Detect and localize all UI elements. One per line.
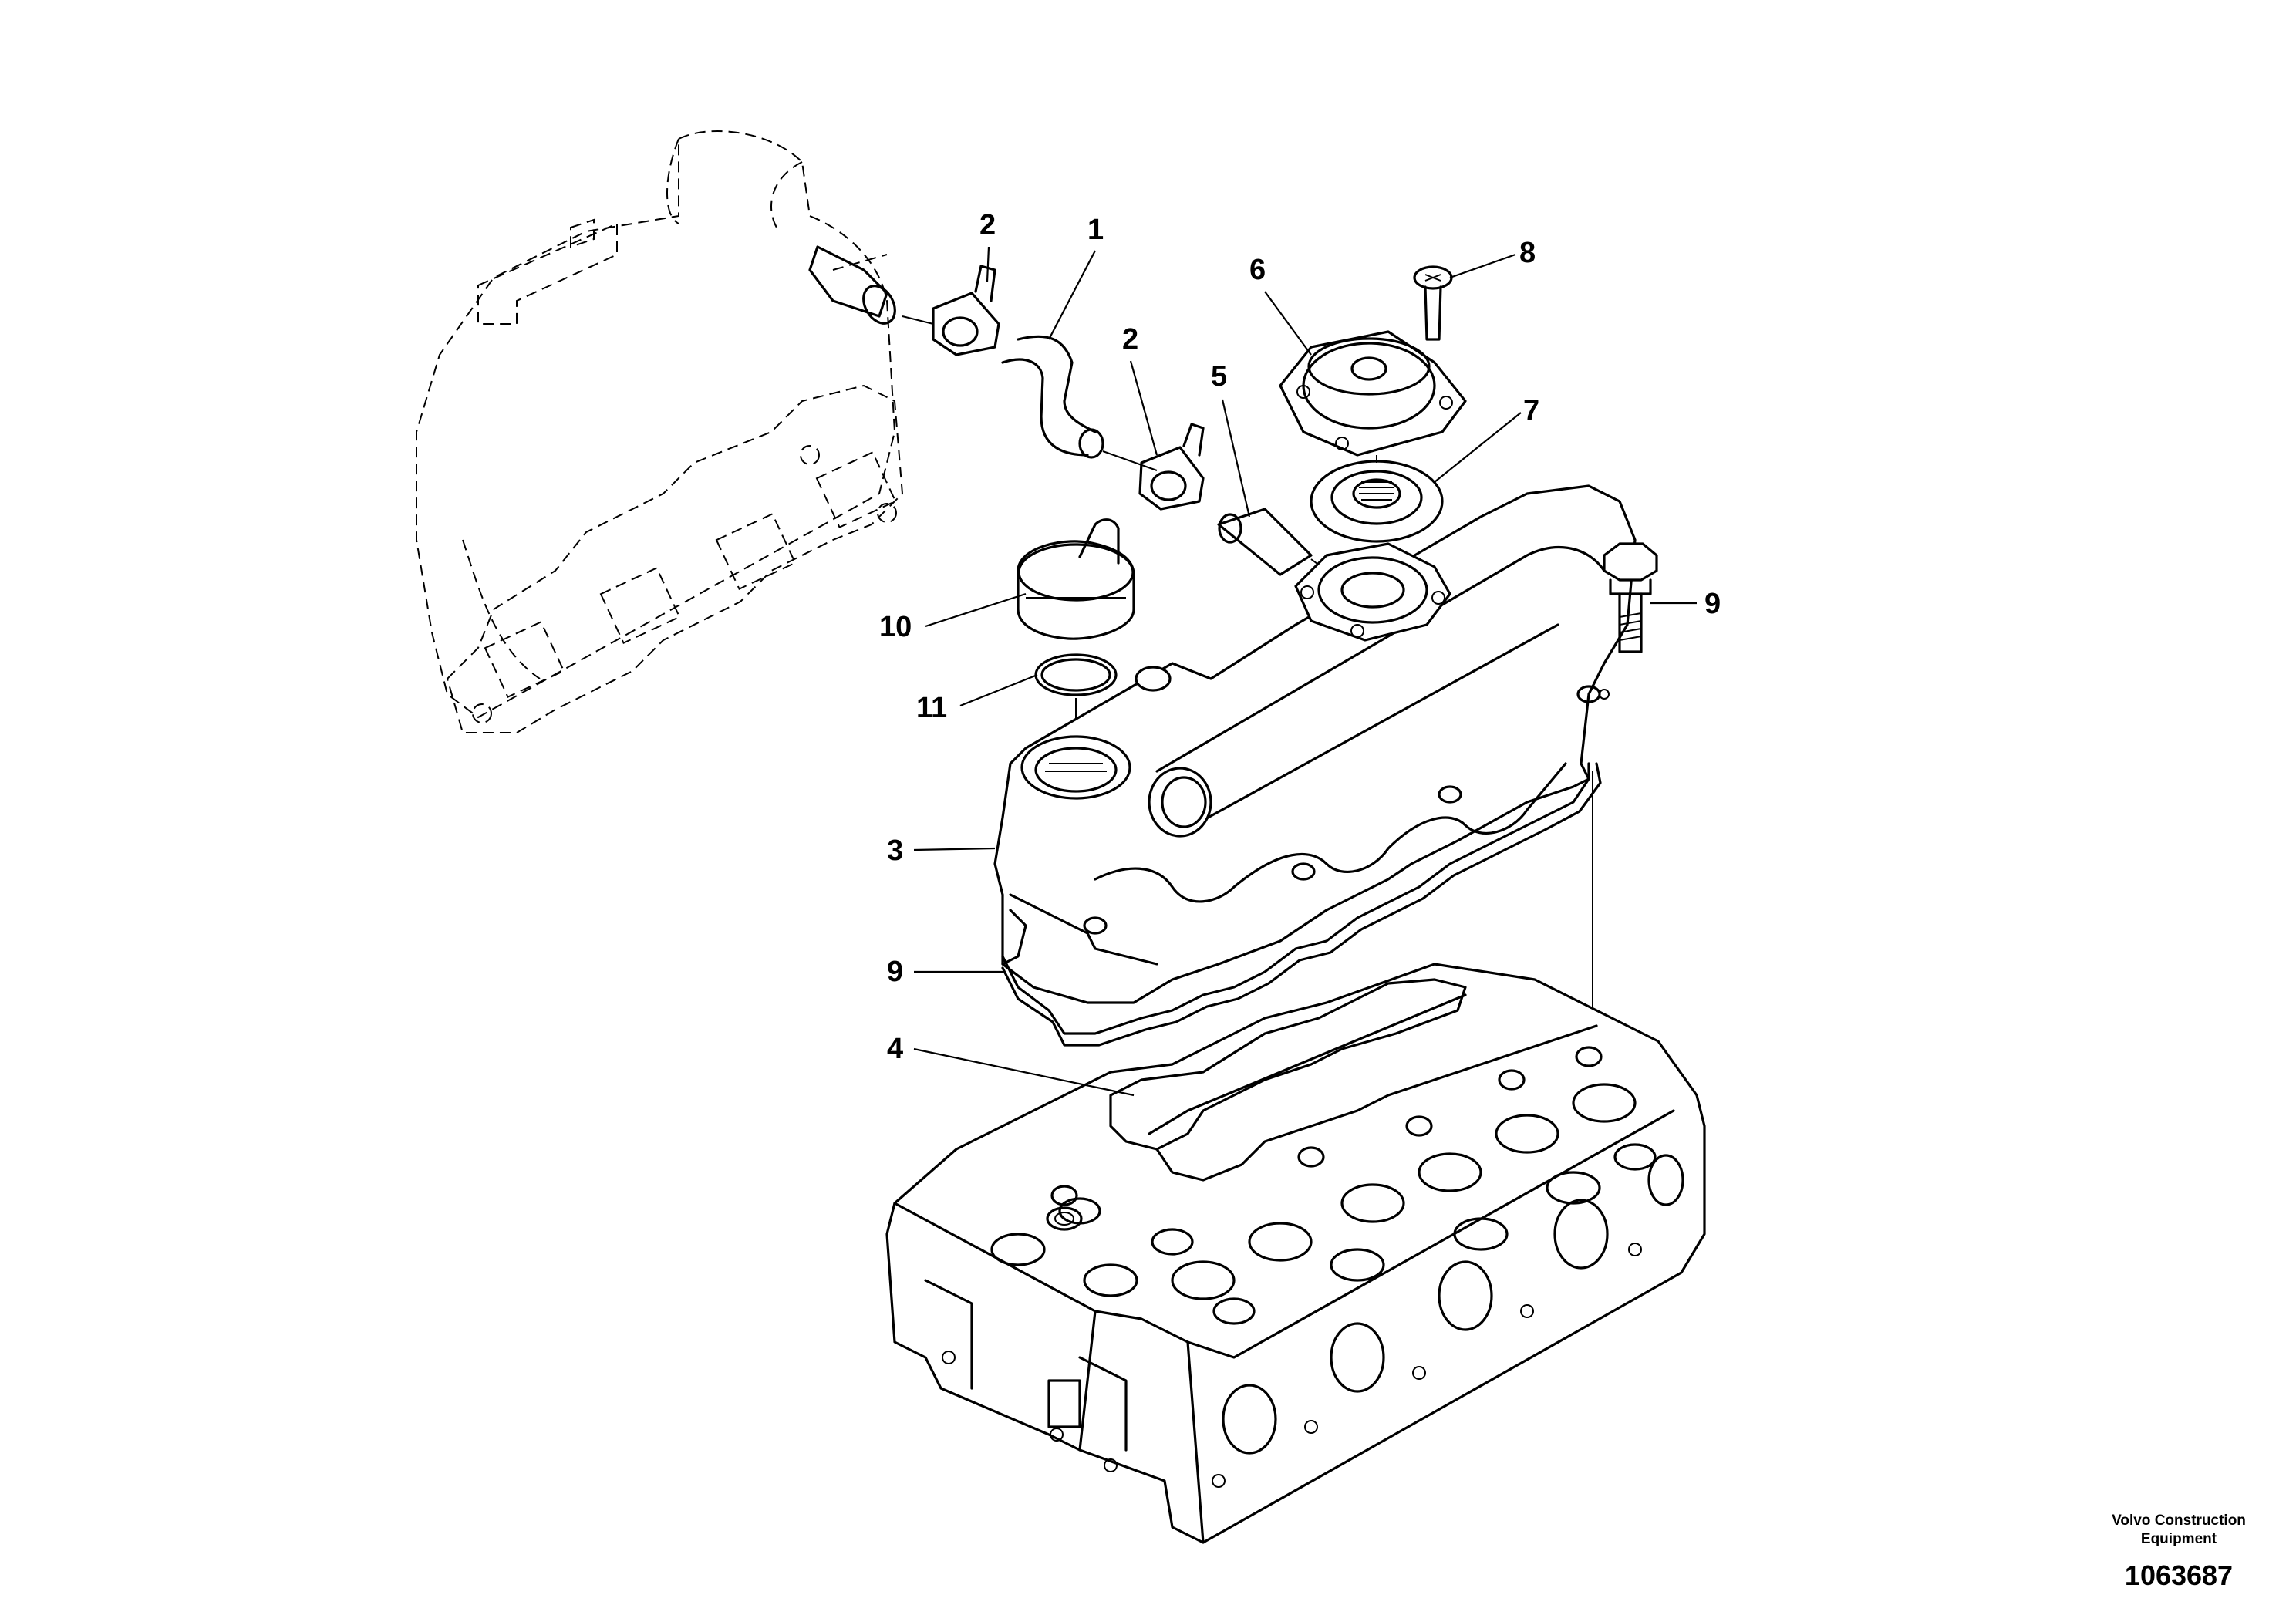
oil-filler-cap-group — [1017, 518, 1135, 733]
callout-4: 4 — [887, 1033, 903, 1065]
breather-hose-assembly — [902, 265, 1327, 576]
callout-1: 1 — [1087, 214, 1104, 246]
callout-labels: 2 1 2 5 6 8 7 9 10 11 3 9 4 — [879, 209, 1721, 1097]
cylinder-head — [885, 963, 1706, 1544]
rocker-cover — [993, 484, 1637, 1004]
callout-11: 10 — [879, 611, 912, 643]
callout-2-lower: 2 — [1122, 323, 1138, 356]
callout-3: 3 — [887, 835, 903, 867]
rocker-cover-gasket — [1001, 762, 1602, 1047]
callout-12: 11 — [916, 692, 947, 724]
callout-9: 9 — [887, 956, 903, 988]
breather-cover-group — [1279, 265, 1467, 543]
callout-5: 5 — [1211, 360, 1227, 393]
callout-2-upper: 2 — [979, 209, 996, 241]
callout-7: 7 — [1523, 395, 1539, 427]
callout-8: 8 — [1519, 237, 1536, 269]
company-name-line2: Equipment — [2140, 1531, 2217, 1547]
callout-10: 9 — [1704, 588, 1721, 620]
exhaust-manifold-phantom — [416, 130, 904, 733]
drawing-footer: Volvo Construction Equipment 1063687 — [2052, 1512, 2296, 1593]
company-name-line1: Volvo Construction — [2112, 1512, 2246, 1529]
document-number: 1063687 — [2124, 1560, 2234, 1591]
callout-6: 6 — [1249, 254, 1266, 286]
